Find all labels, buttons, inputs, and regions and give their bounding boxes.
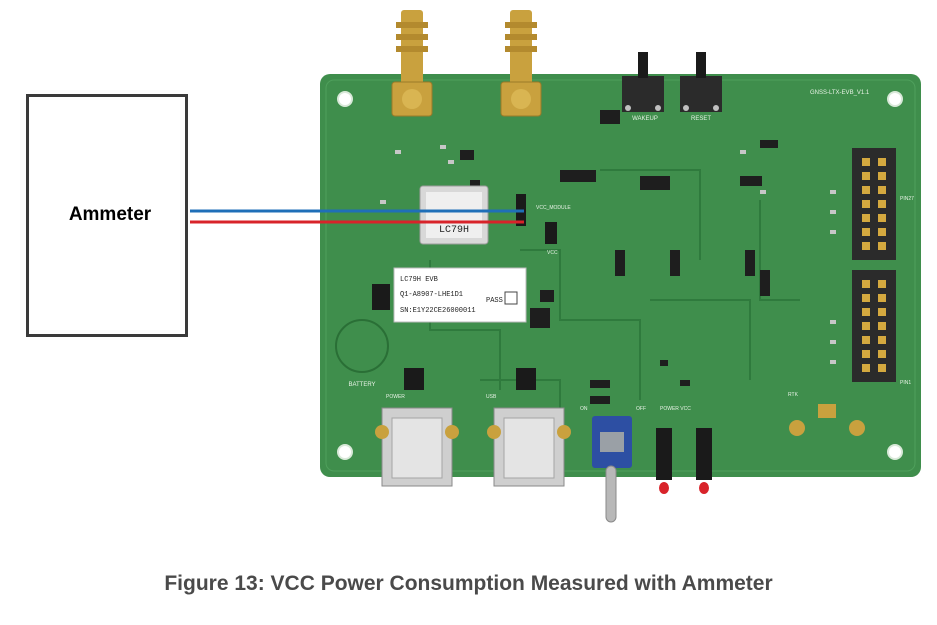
header-pin	[878, 294, 886, 302]
sticker-line-3: SN:E1Y22CE26000011	[400, 307, 476, 315]
header-pin	[862, 308, 870, 316]
header-pins	[862, 158, 886, 372]
led-1pps	[696, 428, 712, 494]
sma-connector-ant	[391, 10, 433, 117]
on-silk: ON	[580, 406, 588, 412]
figure-caption: Figure 13: VCC Power Consumption Measure…	[164, 572, 773, 595]
sma-connector-1pps	[500, 10, 542, 117]
header-pin	[862, 172, 870, 180]
vcc-silk: VCC	[547, 250, 558, 256]
battery-silk: BATTERY	[348, 382, 375, 388]
smd-components	[460, 110, 778, 404]
ic-chip	[530, 308, 550, 328]
header-pin	[862, 350, 870, 358]
header-pin	[862, 322, 870, 330]
header-pin	[878, 200, 886, 208]
reset-button	[680, 52, 722, 112]
header-pin	[878, 158, 886, 166]
pcb-traces	[429, 169, 800, 410]
usb-transistor	[516, 368, 536, 390]
rtk-silk: RTK	[788, 392, 799, 398]
header-pin	[862, 242, 870, 250]
mount-hole	[887, 91, 903, 107]
header-pin	[878, 242, 886, 250]
ammeter-box	[26, 94, 188, 337]
header-pin	[878, 228, 886, 236]
header-pin	[862, 186, 870, 194]
mount-hole	[337, 91, 353, 107]
header-pin	[878, 308, 886, 316]
evb-sticker: LC79H EVB Q1-A8907-LHE1D1 SN:E1Y22CE2600…	[393, 267, 527, 323]
vcc-module-silk: VCC_MODULE	[536, 205, 571, 211]
header-pin	[878, 350, 886, 358]
wakeup-button	[622, 52, 664, 112]
header-pin	[862, 294, 870, 302]
sticker-line-1: LC79H EVB	[400, 276, 438, 284]
board-name: GNSS-LTX-EVB_V1.1	[810, 90, 870, 96]
header-pin	[878, 186, 886, 194]
sticker-line-2: Q1-A8907-LHE1D1	[400, 291, 463, 299]
header-pin	[862, 200, 870, 208]
pin1-silk: PIN1	[900, 380, 911, 386]
header-pin	[862, 228, 870, 236]
header-pin	[862, 280, 870, 288]
header-pin	[878, 172, 886, 180]
header-pin	[878, 280, 886, 288]
battery-holder	[335, 319, 389, 373]
usb-connector-usb	[487, 407, 571, 487]
power-vcc-silk: POWER VCC	[660, 406, 691, 412]
header-pin	[878, 364, 886, 372]
power-silk: POWER	[386, 394, 405, 400]
module-label: LC79H	[439, 225, 469, 236]
pin27-silk: PIN27	[900, 196, 914, 202]
header-pin	[862, 214, 870, 222]
ammeter-label: Ammeter	[68, 204, 152, 225]
header-pin	[878, 214, 886, 222]
pcb-board-inner	[325, 79, 916, 472]
gnss-module: LC79H	[419, 185, 489, 245]
usb-silk: USB	[486, 394, 497, 400]
smd-passives	[380, 145, 836, 364]
sticker-pass: PASS	[486, 297, 503, 305]
power-toggle-switch	[592, 416, 632, 523]
usb-connector-power	[375, 407, 459, 487]
header-pin	[878, 322, 886, 330]
reset-silk: RESET	[691, 116, 711, 122]
header-pin	[862, 336, 870, 344]
header-pin27	[852, 148, 896, 260]
power-transistor	[404, 368, 424, 390]
mount-hole	[337, 444, 353, 460]
led-power	[656, 428, 672, 494]
mount-hole	[887, 444, 903, 460]
wakeup-silk: WAKEUP	[632, 116, 658, 122]
rtk-connector	[789, 404, 865, 436]
header-pin1	[852, 270, 896, 382]
header-pin	[862, 364, 870, 372]
off-silk: OFF	[636, 406, 646, 412]
header-pin	[878, 336, 886, 344]
header-pin	[862, 158, 870, 166]
